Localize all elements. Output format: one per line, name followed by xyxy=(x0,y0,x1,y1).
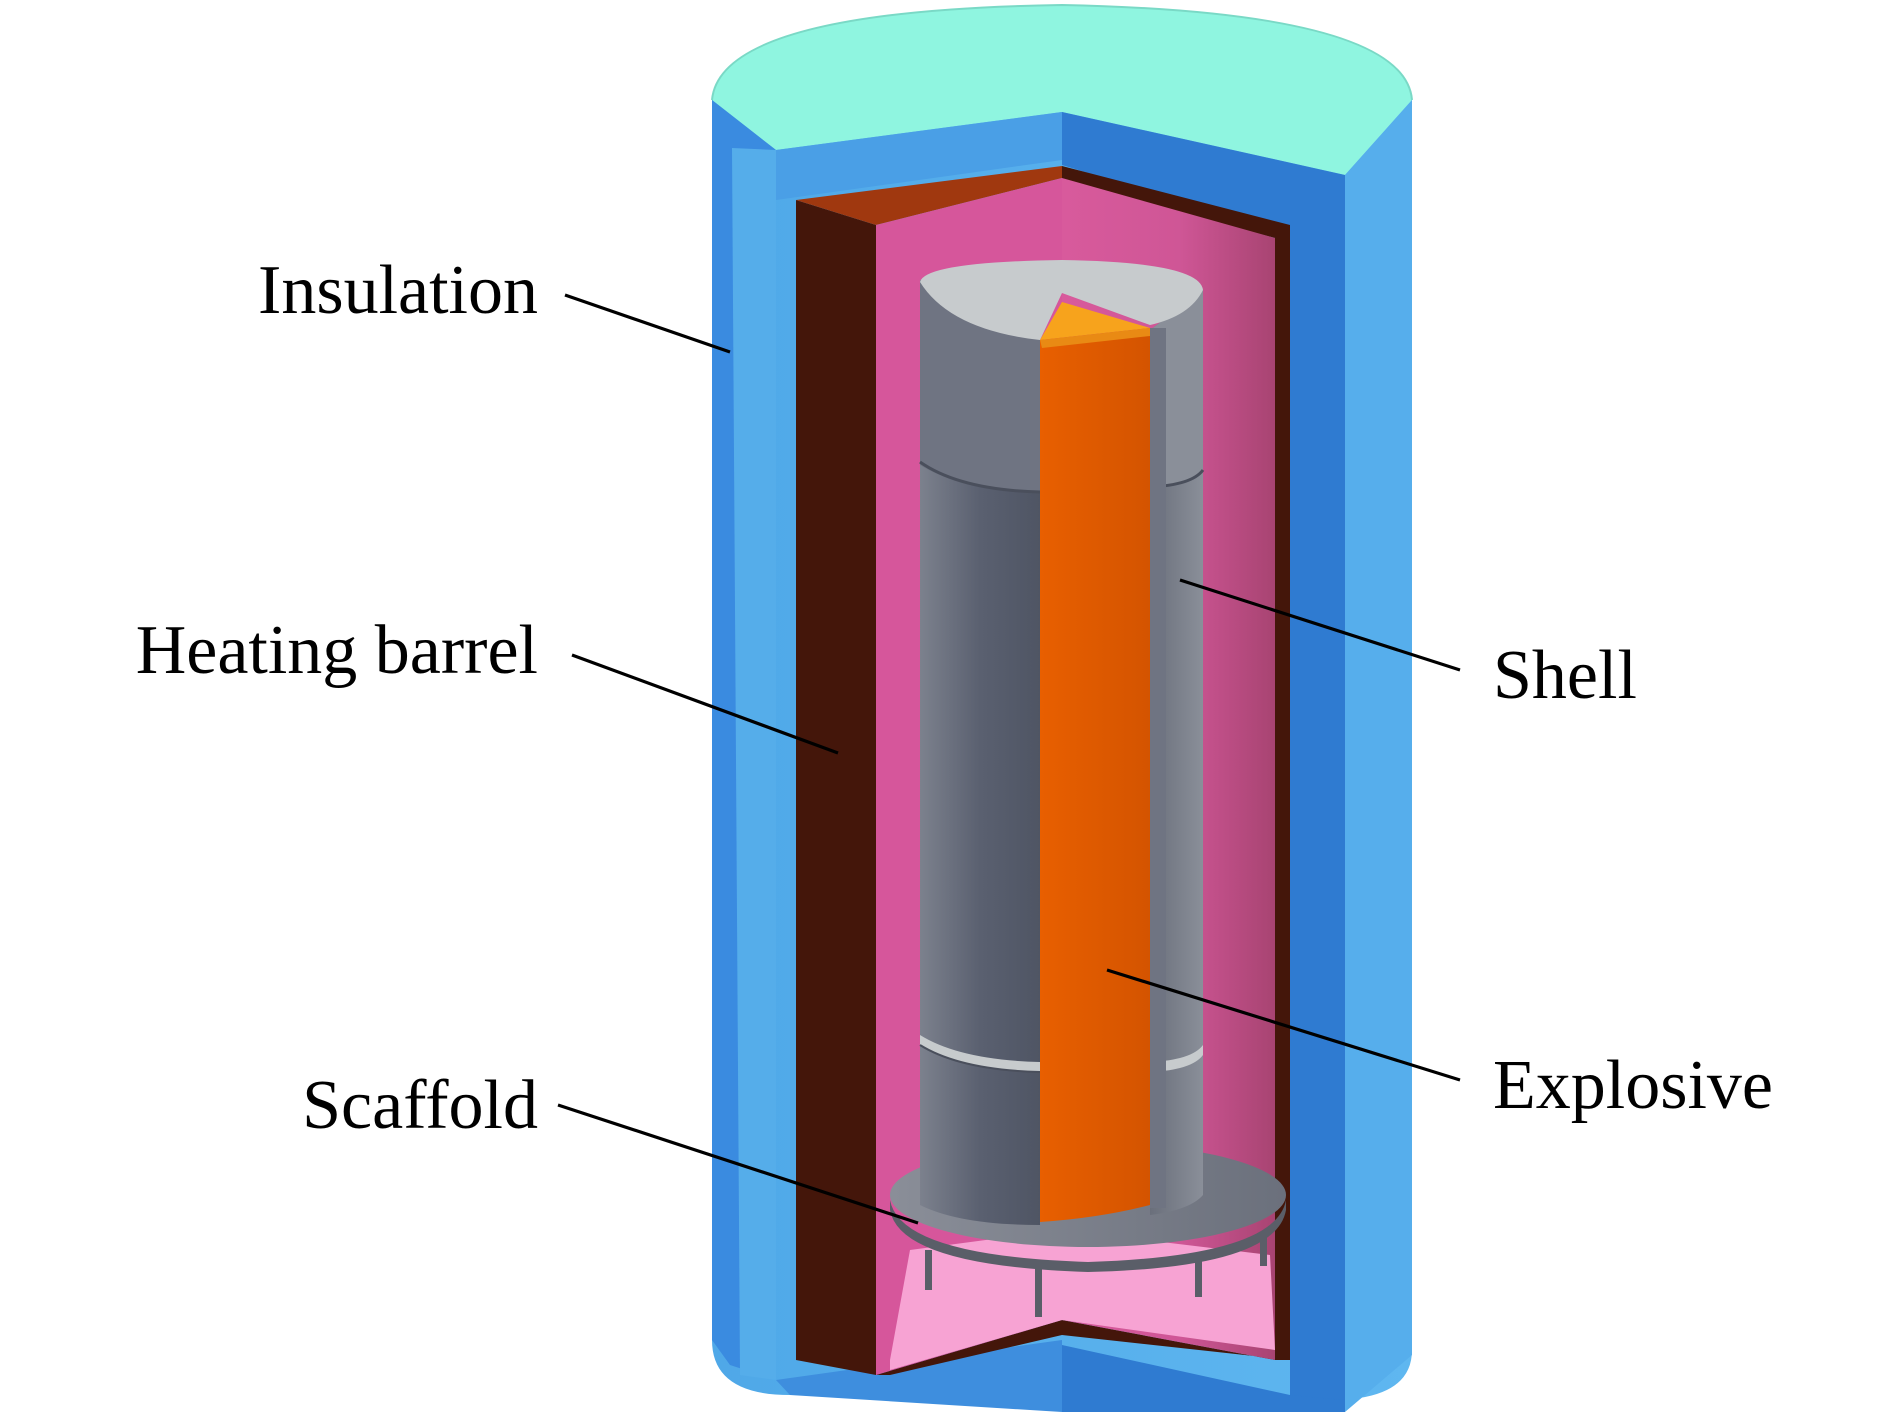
explosive-face xyxy=(1040,328,1150,1222)
label-shell: Shell xyxy=(1493,637,1637,714)
heating-barrel-leader-line xyxy=(571,653,839,755)
scaffold-leader-line xyxy=(557,1103,919,1225)
heating-barrel xyxy=(796,166,1290,1375)
callout-labels: Insulation Heating barrel Scaffold Shell… xyxy=(136,252,1773,1144)
heating-barrel-cut-face xyxy=(796,200,876,1375)
explosive xyxy=(1040,302,1150,1222)
leader-lines xyxy=(557,293,1461,1225)
insulation-leader-line xyxy=(564,293,731,354)
label-explosive: Explosive xyxy=(1493,1047,1773,1124)
shell xyxy=(919,260,1205,1225)
label-scaffold: Scaffold xyxy=(302,1067,538,1144)
explosive-top xyxy=(1040,302,1150,340)
label-insulation: Insulation xyxy=(258,252,538,329)
explosive-leader-line xyxy=(1106,968,1461,1082)
shell-leader-line xyxy=(1179,578,1461,672)
insulation-inner-right xyxy=(1062,112,1345,1412)
shell-top-cap xyxy=(920,260,1203,340)
insulation-top-cap xyxy=(712,5,1412,175)
label-heating-barrel: Heating barrel xyxy=(136,612,538,689)
